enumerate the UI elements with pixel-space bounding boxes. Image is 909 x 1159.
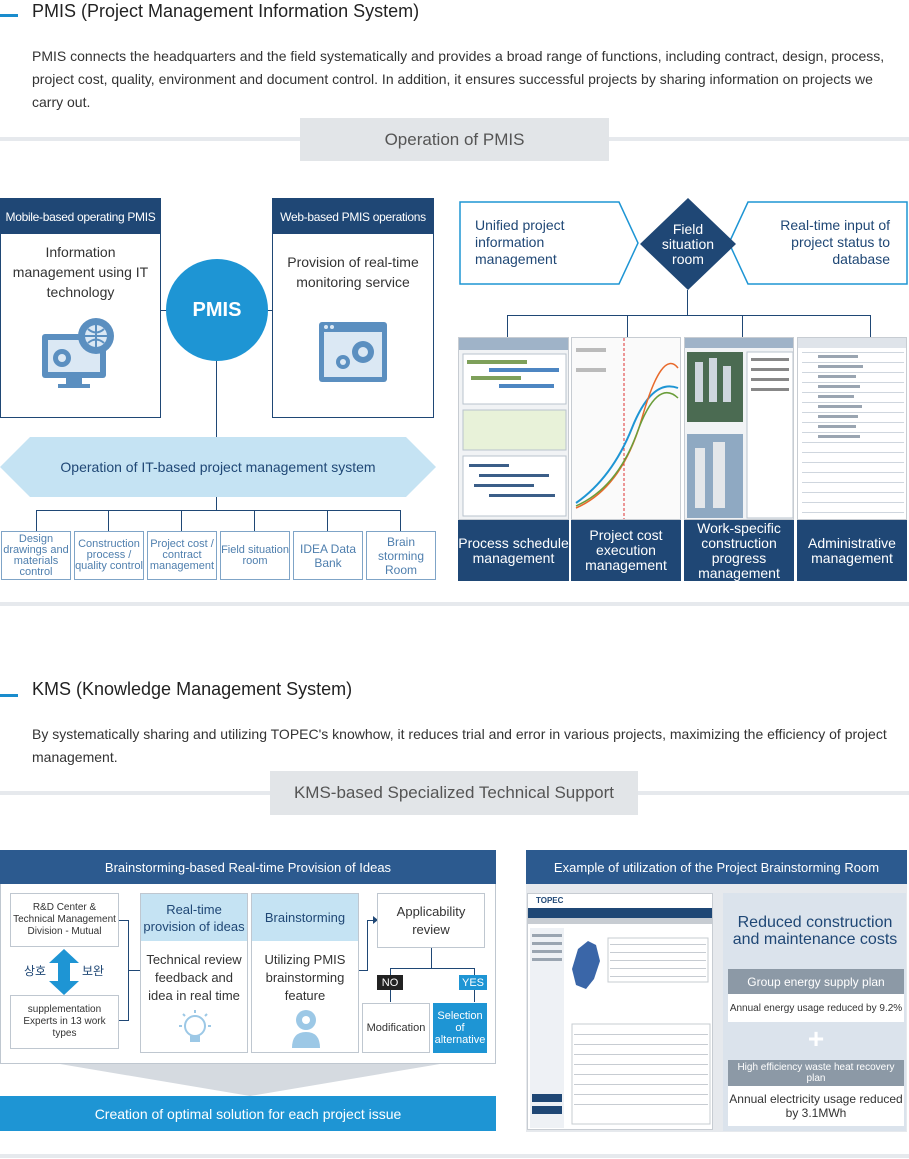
section-marker xyxy=(0,14,18,17)
modification-box: Modification xyxy=(362,1003,430,1053)
brainstorming-head: Brainstorming xyxy=(252,894,358,941)
section-marker xyxy=(0,694,18,697)
unified-label: Unified project information management xyxy=(475,217,565,267)
connector-line xyxy=(36,510,37,531)
lightbulb-icon xyxy=(173,1008,217,1048)
brainstorming-body: Utilizing PMIS brainstorming feature xyxy=(264,952,346,1003)
pmis-description: PMIS connects the headquarters and the f… xyxy=(32,48,885,110)
web-pmis-text: Provision of real-time monitoring servic… xyxy=(287,254,419,290)
electricity-text: Annual electricity usage reduced by 3.1M… xyxy=(728,1086,904,1126)
plus-icon: + xyxy=(807,1023,825,1054)
screenshot-logo: TOPEC xyxy=(536,896,564,905)
realtime-ideas-box: Real-time provision of ideas Technical r… xyxy=(140,893,248,1053)
unified-arrow-box: Unified project information management xyxy=(459,201,639,285)
sub-item-construction: Construction process / quality control xyxy=(74,531,144,580)
brainstorming-box: Brainstorming Utilizing PMIS brainstormi… xyxy=(251,893,359,1053)
optimal-solution-bar: Creation of optimal solution for each pr… xyxy=(0,1096,496,1131)
connector-line xyxy=(359,970,367,971)
bracket-line xyxy=(119,920,129,1021)
connector-line xyxy=(742,315,743,337)
realtime-input-label: Real-time input of project status to dat… xyxy=(780,217,890,267)
realtime-ideas-body: Technical review feedback and idea in re… xyxy=(146,952,242,1003)
connector-line xyxy=(181,510,182,531)
connector-line xyxy=(400,510,401,531)
connector-line xyxy=(367,920,368,971)
pmis-title: PMIS (Project Management Information Sys… xyxy=(32,1,420,21)
tile-construction-progress: Work-specific construction progress mana… xyxy=(684,520,794,581)
it-system-label: Operation of IT-based project management… xyxy=(60,459,376,475)
connector-line xyxy=(687,290,688,315)
group-energy-label: Group energy supply plan xyxy=(728,969,904,994)
mobile-pmis-box: Mobile-based operating PMIS Information … xyxy=(0,198,161,418)
connector-line xyxy=(870,315,871,337)
sub-item-design: Design drawings and materials control xyxy=(1,531,71,580)
computer-gears-icon xyxy=(38,312,124,392)
connector-line xyxy=(507,315,508,337)
connector-line xyxy=(36,510,400,511)
example-panel-header: Example of utilization of the Project Br… xyxy=(526,850,907,884)
selection-box: Selection of alternative xyxy=(433,1003,487,1053)
kms-band-label: KMS-based Specialized Technical Support xyxy=(270,771,638,815)
realtime-ideas-head: Real-time provision of ideas xyxy=(141,894,247,941)
sub-item-field: Field situation room xyxy=(220,531,290,580)
up-down-arrow-icon xyxy=(46,949,82,995)
mutual-right-label: 보완 xyxy=(82,964,105,978)
kms-title: KMS (Knowledge Management System) xyxy=(32,679,353,699)
brainstorm-room-screenshot: TOPEC xyxy=(527,893,713,1130)
monitor-gear-icon xyxy=(317,320,389,384)
brainstorm-panel-header: Brainstorming-based Real-time Provision … xyxy=(0,850,496,884)
mobile-pmis-text: Information management using IT technolo… xyxy=(12,244,149,300)
pmis-band-label: Operation of PMIS xyxy=(300,118,609,161)
project-cost-screenshot xyxy=(571,337,681,520)
field-room-label: Field situation room xyxy=(661,220,715,267)
field-room-diamond: Field situation room xyxy=(640,198,736,290)
experts-box: supplementation Experts in 13 work types xyxy=(10,995,119,1049)
sub-item-idea: IDEA Data Bank xyxy=(293,531,363,580)
sub-item-brain: Brain storming Room xyxy=(366,531,436,580)
no-label: NO xyxy=(377,975,403,990)
divider-band xyxy=(0,1154,909,1158)
mutual-left-label: 상호 xyxy=(24,964,47,978)
connector-line xyxy=(367,920,375,921)
tile-process-schedule: Process schedule management xyxy=(458,520,569,581)
funnel-arrow xyxy=(60,1064,440,1096)
rd-center-box: R&D Center & Technical Management Divisi… xyxy=(10,893,119,947)
connector-line xyxy=(216,361,217,437)
applicability-review-box: Applicability review xyxy=(377,893,485,948)
administrative-screenshot xyxy=(797,337,907,520)
tile-project-cost: Project cost execution management xyxy=(571,520,681,581)
connector-line xyxy=(254,510,255,531)
kms-description: By systematically sharing and utilizing … xyxy=(32,726,887,765)
connector-line xyxy=(431,948,432,968)
person-gear-icon xyxy=(288,1008,324,1048)
divider-band xyxy=(0,602,909,606)
it-system-arrow: Operation of IT-based project management… xyxy=(0,437,436,497)
connector-line xyxy=(129,970,140,971)
yes-label: YES xyxy=(459,975,487,990)
connector-line xyxy=(627,315,628,337)
connector-line xyxy=(390,968,474,969)
connector-line xyxy=(327,510,328,531)
pmis-center-circle: PMIS xyxy=(166,259,268,361)
heat-recovery-label: High efficiency waste heat recovery plan xyxy=(728,1060,904,1086)
mobile-pmis-header: Mobile-based operating PMIS xyxy=(1,199,160,234)
connector-line xyxy=(216,497,217,510)
connector-line xyxy=(108,510,109,531)
realtime-arrow-box: Real-time input of project status to dat… xyxy=(728,201,908,285)
connector-line xyxy=(507,315,870,316)
process-schedule-screenshot xyxy=(458,337,569,520)
construction-progress-screenshot xyxy=(684,337,794,520)
arrow-head xyxy=(373,916,378,924)
energy-reduced-text: Annual energy usage reduced by 9.2% xyxy=(728,994,904,1022)
web-pmis-box: Web-based PMIS operations Provision of r… xyxy=(272,198,434,418)
tile-administrative: Administrative management xyxy=(797,520,907,581)
reduced-cost-title: Reduced construction and maintenance cos… xyxy=(732,914,898,948)
web-pmis-header: Web-based PMIS operations xyxy=(273,199,433,234)
sub-item-cost: Project cost / contract management xyxy=(147,531,217,580)
